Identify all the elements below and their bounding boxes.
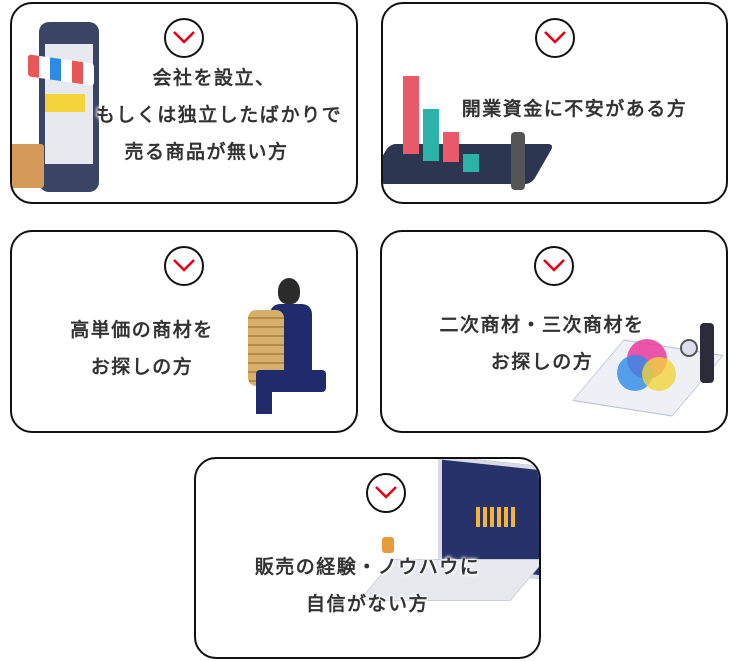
text-line: もしくは独立したばかりで: [95, 104, 343, 126]
card-new-company: 会社を設立、 もしくは独立したばかりで 売る商品が無い方: [10, 2, 358, 204]
card-funding-concern: 開業資金に不安がある方: [381, 2, 728, 204]
check-icon: [366, 473, 406, 513]
magnifier-chart-illustration: [572, 317, 726, 431]
check-icon: [534, 18, 575, 58]
card-high-price-products: 高単価の商材を お探しの方: [10, 230, 358, 433]
card-text: 会社を設立、 もしくは独立したばかりで 売る商品が無い方: [12, 60, 356, 171]
card-text: 販売の経験・ノウハウに 自信がない方: [196, 549, 539, 623]
card-no-sales-experience: 販売の経験・ノウハウに 自信がない方: [194, 457, 541, 659]
card-text: 高単価の商材を お探しの方: [12, 312, 272, 386]
check-icon: [534, 246, 574, 286]
check-icon: [164, 18, 204, 58]
text-line: 会社を設立、: [152, 67, 276, 89]
text-line: 開業資金に不安がある方: [461, 98, 688, 120]
text-line: 販売の経験・ノウハウに: [254, 556, 481, 578]
text-line: お探しの方: [90, 356, 194, 378]
card-text: 開業資金に不安がある方: [423, 91, 726, 128]
text-line: お探しの方: [490, 351, 594, 373]
laptop-dashboard-illustration: [358, 459, 539, 657]
text-line: 売る商品が無い方: [124, 141, 289, 163]
bar-chart-tablet-illustration: [383, 4, 558, 202]
smartphone-shop-illustration: [12, 4, 122, 202]
check-icon: [164, 246, 204, 286]
text-line: 二次商材・三次商材を: [439, 314, 645, 336]
card-text: 二次商材・三次商材を お探しの方: [382, 307, 702, 381]
text-line: 高単価の商材を: [70, 319, 214, 341]
text-line: 自信がない方: [305, 593, 429, 615]
businessman-coins-illustration: [242, 270, 342, 430]
card-secondary-products: 二次商材・三次商材を お探しの方: [380, 230, 728, 433]
